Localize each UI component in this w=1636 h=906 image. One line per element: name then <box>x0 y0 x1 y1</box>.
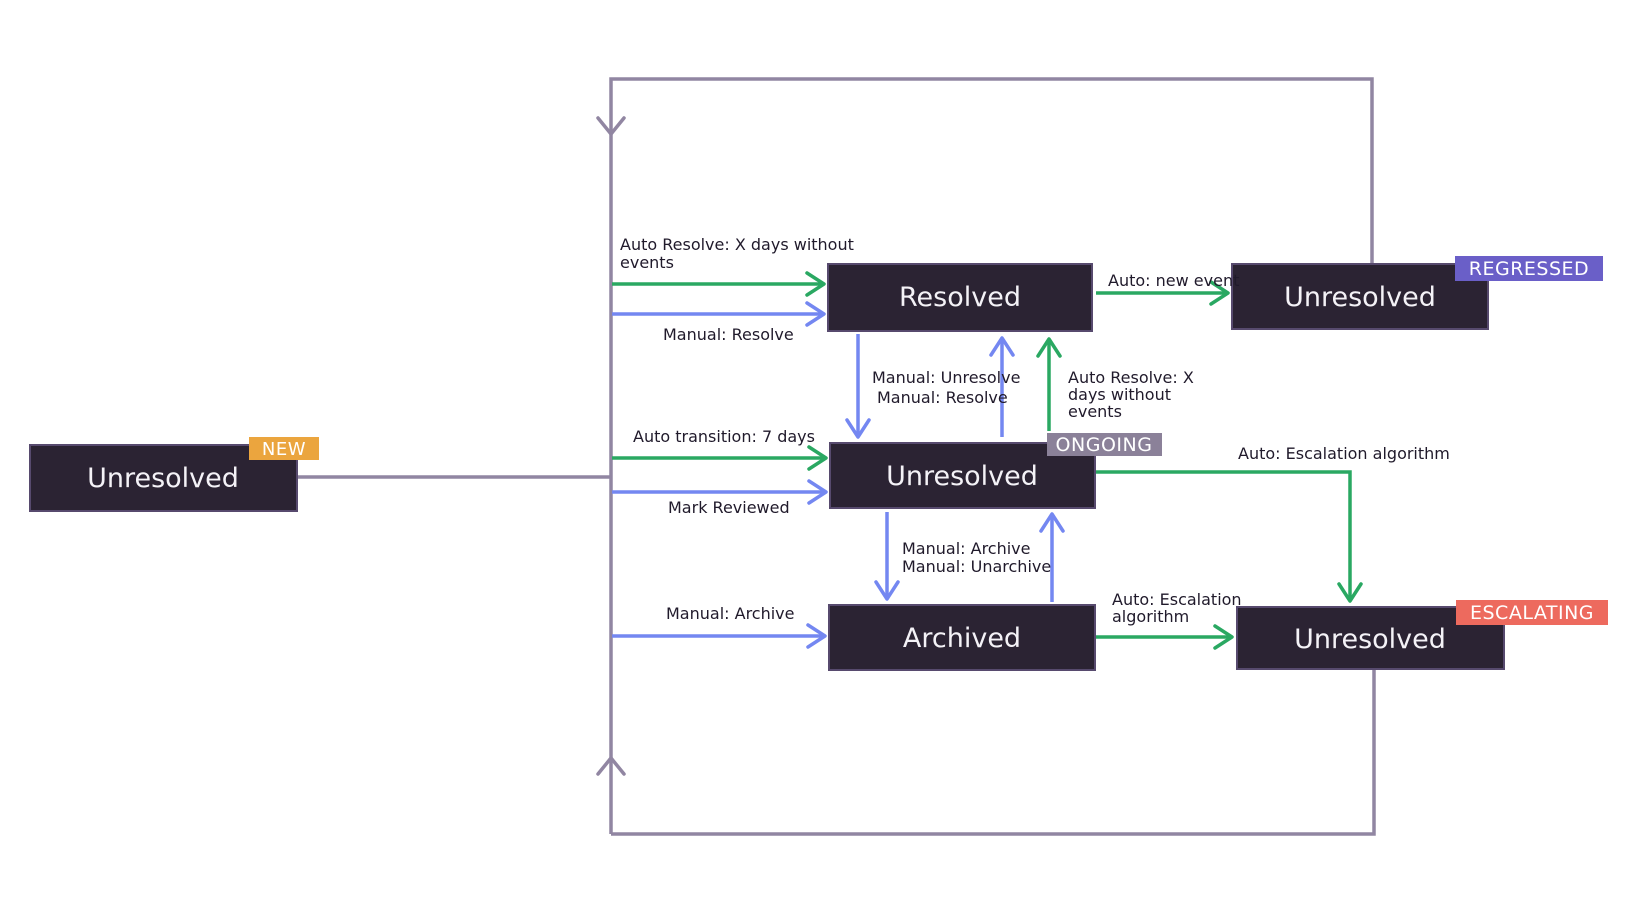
label-auto-transition: Auto transition: 7 days <box>633 427 815 446</box>
node-resolved-box <box>827 263 1093 332</box>
label-auto-escalation-ongoing: Auto: Escalation algorithm <box>1238 444 1450 463</box>
label-auto-resolve-ongoing-line2: days without <box>1068 385 1171 404</box>
label-auto-escalation-archived-line2: algorithm <box>1112 607 1189 626</box>
node-resolved-label: Resolved <box>899 282 1021 313</box>
label-manual-resolve-new: Manual: Resolve <box>663 325 794 344</box>
node-escalating-label: Unresolved <box>1294 624 1446 655</box>
node-archived-label: Archived <box>903 623 1021 654</box>
badge-ongoing <box>1047 433 1162 456</box>
label-manual-unarchive: Manual: Unarchive <box>902 557 1051 576</box>
badge-new-label: NEW <box>262 439 306 460</box>
node-regressed-box <box>1231 263 1489 330</box>
node-regressed-label: Unresolved <box>1284 282 1436 313</box>
node-escalating: Unresolved ESCALATING <box>1236 600 1608 670</box>
badge-ongoing-label: ONGOING <box>1056 434 1153 456</box>
badge-regressed <box>1455 256 1603 281</box>
label-auto-resolve-ongoing-line3: events <box>1068 402 1122 421</box>
outer-loop-bottom-path <box>611 669 1376 836</box>
label-manual-archive-ongoing: Manual: Archive <box>902 539 1030 558</box>
label-mark-reviewed: Mark Reviewed <box>668 498 790 517</box>
badge-new <box>249 437 319 460</box>
label-auto-escalation-archived-line1: Auto: Escalation <box>1112 590 1242 609</box>
node-new-label: Unresolved <box>87 463 239 494</box>
label-manual-resolve-ongoing: Manual: Resolve <box>877 388 1008 407</box>
node-resolved: Resolved <box>827 263 1093 332</box>
chevron-up-icon <box>596 756 626 776</box>
node-ongoing-label: Unresolved <box>886 461 1038 492</box>
label-auto-resolve-new-line2: events <box>620 253 674 272</box>
auto-edges <box>612 271 1363 650</box>
node-regressed: Unresolved REGRESSED <box>1231 256 1603 330</box>
node-archived: Archived <box>828 604 1096 671</box>
label-manual-archive-new: Manual: Archive <box>666 604 794 623</box>
chevron-down-icon <box>596 116 626 136</box>
badge-escalating <box>1456 600 1608 625</box>
edge-labels: Auto Resolve: X days without events Manu… <box>620 235 1450 626</box>
outer-loop <box>296 77 1376 836</box>
manual-edges <box>612 301 1065 649</box>
edge-auto-escalation-ongoing <box>1096 470 1363 603</box>
badge-escalating-label: ESCALATING <box>1470 602 1594 624</box>
badge-regressed-label: REGRESSED <box>1469 258 1589 280</box>
label-auto-new-event: Auto: new event <box>1108 271 1239 290</box>
label-auto-resolve-ongoing-line1: Auto Resolve: X <box>1068 368 1194 387</box>
node-ongoing: Unresolved ONGOING <box>829 433 1162 509</box>
outer-loop-top-left-path <box>609 77 1374 834</box>
node-new: Unresolved NEW <box>29 437 319 512</box>
label-auto-resolve-new-line1: Auto Resolve: X days without <box>620 235 854 254</box>
node-archived-box <box>828 604 1096 671</box>
label-manual-unresolve: Manual: Unresolve <box>872 368 1020 387</box>
